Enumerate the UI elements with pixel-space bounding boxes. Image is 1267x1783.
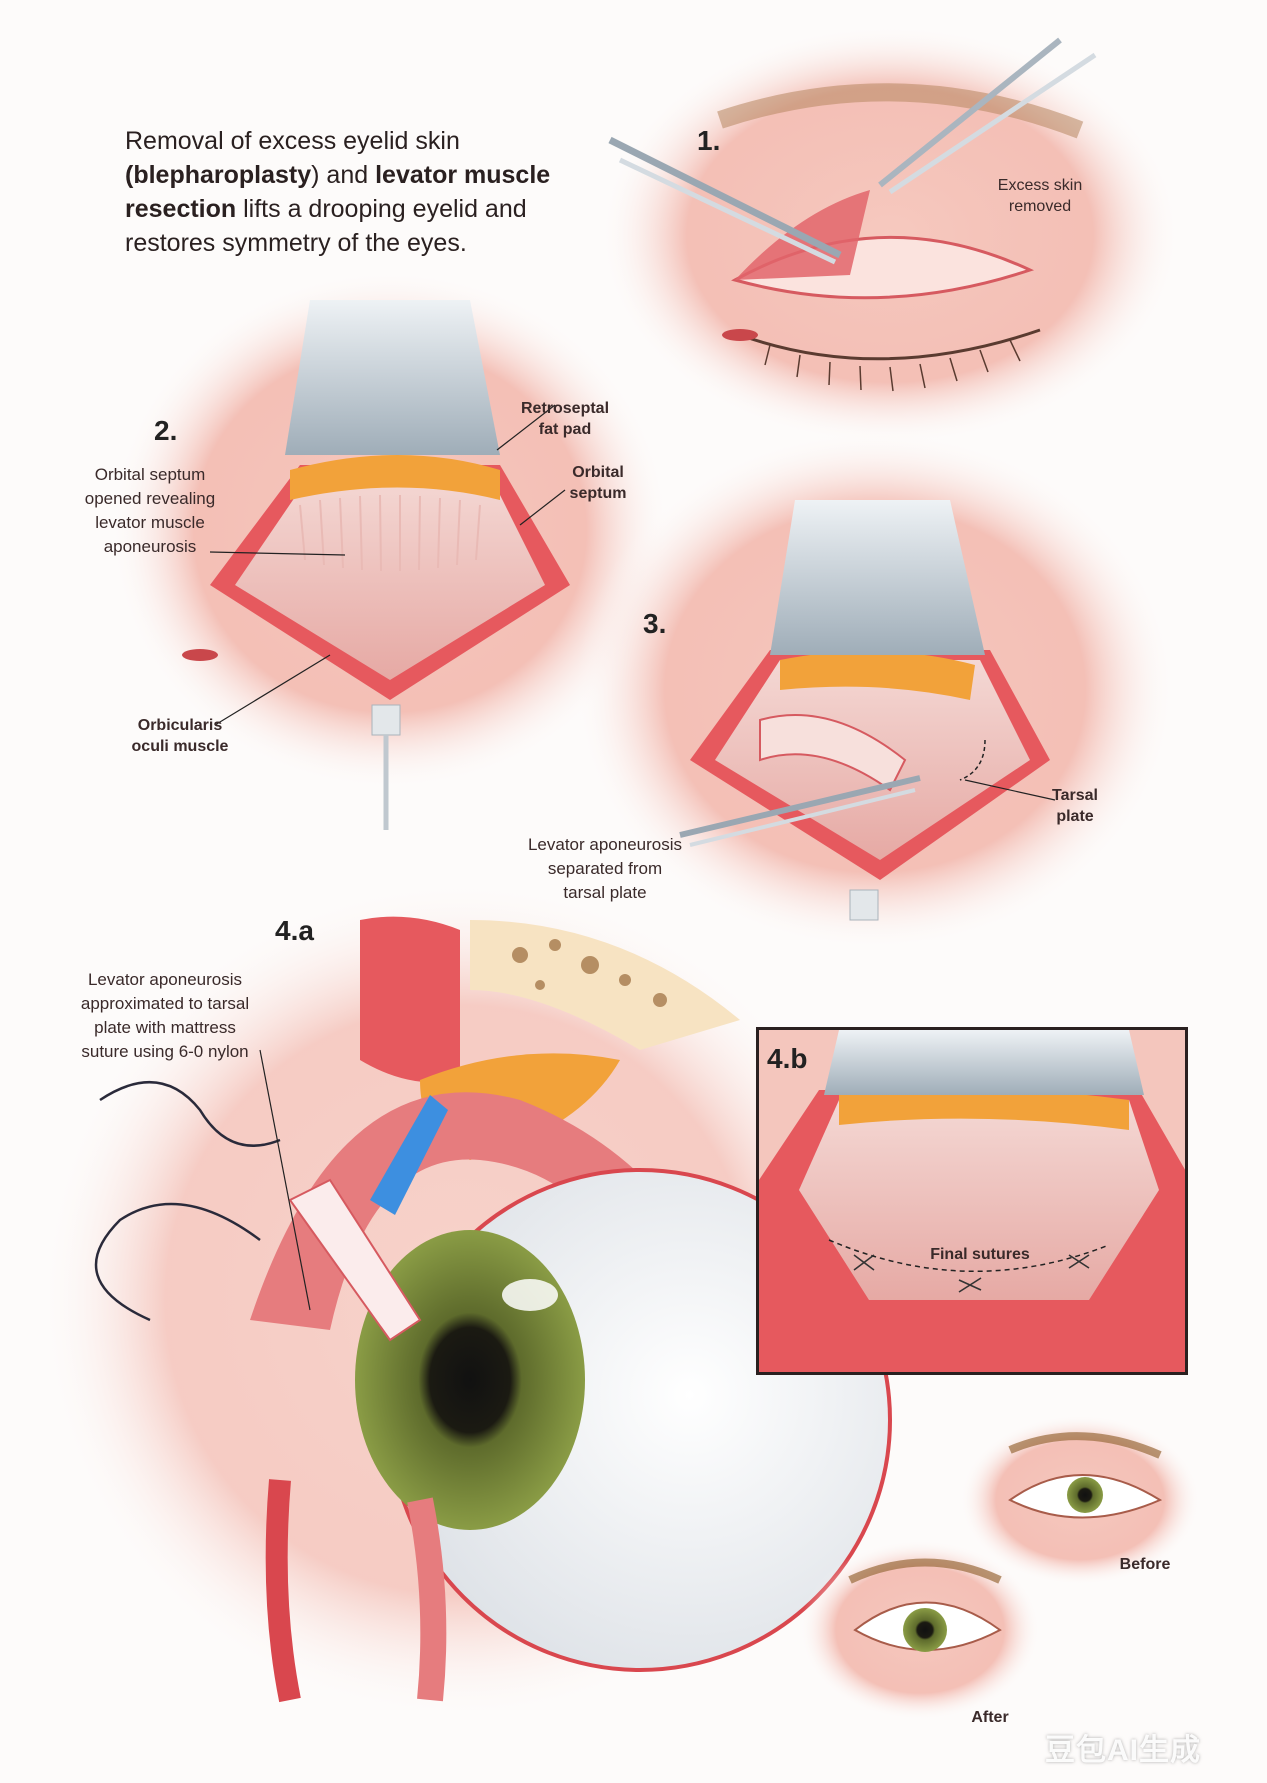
- panel-4b-final-sutures-box: [756, 1027, 1188, 1375]
- panel-3-aponeurosis-separated: [575, 430, 1175, 950]
- label-separated-line3: tarsal plate: [563, 883, 647, 902]
- intro-term-resection: resection: [125, 195, 237, 223]
- step-4a-number: 4.a: [275, 915, 314, 946]
- label-tarsal-line1: Tarsal: [1052, 787, 1098, 804]
- label-orbicularis-line2: oculi muscle: [131, 738, 229, 755]
- label-approx-line2: approximated to tarsal: [80, 994, 250, 1013]
- step-4b-number: 4.b: [767, 1043, 808, 1074]
- label-tarsal-plate: Tarsal plate: [1030, 785, 1120, 827]
- label-orbital-septum-line1: Orbital: [572, 464, 624, 481]
- label-aponeurosis-approximated: Levator aponeurosis approximated to tars…: [45, 968, 285, 1064]
- label-fat-pad-line2: fat pad: [538, 421, 592, 438]
- intro-paren-open: (: [125, 161, 134, 189]
- panel-4b-art: [759, 1030, 1185, 1372]
- label-excess-skin: Excess skin removed: [960, 175, 1120, 217]
- label-orbital-septum-line2: septum: [569, 485, 627, 502]
- panel-2-septum-opened: [110, 270, 670, 830]
- label-excess-skin-line1: Excess skin: [997, 177, 1083, 194]
- label-approx-line4: suture using 6-0 nylon: [81, 1042, 249, 1061]
- label-orbital-septum: Orbital septum: [548, 462, 648, 504]
- label-aponeurosis-separated: Levator aponeurosis separated from tarsa…: [485, 833, 725, 905]
- label-final-sutures: Final sutures: [930, 1246, 1030, 1263]
- label-approx-line3: plate with mattress: [94, 1018, 236, 1037]
- label-fat-pad-line1: Retroseptal: [520, 400, 610, 417]
- intro-term-levator: levator muscle: [375, 161, 551, 189]
- label-approx-line1: Levator aponeurosis: [87, 970, 243, 989]
- label-separated-line2: separated from: [547, 859, 663, 878]
- before-after-eyes: [800, 1415, 1200, 1720]
- step-1-number: 1.: [697, 125, 721, 156]
- label-septum-opened: Orbital septum opened revealing levator …: [55, 463, 245, 559]
- label-septum-opened-line2: opened revealing: [84, 489, 216, 508]
- label-before: Before: [1119, 1556, 1171, 1573]
- label-excess-skin-line2: removed: [1008, 198, 1072, 215]
- intro-line-1: Removal of excess eyelid skin: [125, 127, 460, 155]
- label-separated-line1: Levator aponeurosis: [527, 835, 683, 854]
- intro-text: Removal of excess eyelid skin (blepharop…: [125, 124, 645, 260]
- step-2-number: 2.: [154, 415, 178, 446]
- label-fat-pad: Retroseptal fat pad: [505, 398, 625, 440]
- label-orbicularis: Orbicularis oculi muscle: [115, 715, 245, 757]
- label-orbicularis-line1: Orbicularis: [137, 717, 223, 734]
- label-after: After: [971, 1709, 1009, 1726]
- label-septum-opened-line1: Orbital septum: [94, 465, 206, 484]
- intro-connector: ) and: [311, 161, 376, 189]
- intro-line-4: restores symmetry of the eyes.: [125, 229, 467, 257]
- intro-line-3: lifts a drooping eyelid and: [236, 195, 527, 223]
- intro-term-blepharoplasty: blepharoplasty: [133, 161, 312, 189]
- label-tarsal-line2: plate: [1056, 808, 1094, 825]
- step-3-number: 3.: [643, 608, 667, 639]
- panel-1-excess-skin: [600, 25, 1180, 445]
- label-septum-opened-line4: aponeurosis: [103, 537, 197, 556]
- label-septum-opened-line3: levator muscle: [95, 513, 205, 532]
- watermark-text: 豆包AI生成: [1045, 1734, 1201, 1767]
